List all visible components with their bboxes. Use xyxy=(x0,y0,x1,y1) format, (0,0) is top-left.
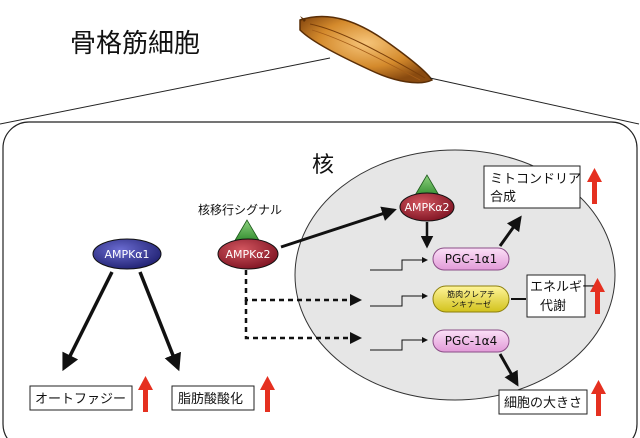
dashed-arrowhead-ck xyxy=(350,294,362,306)
pgc-1a1-node: PGC-1α1 xyxy=(432,247,510,271)
red-up-arrow-icon xyxy=(260,376,275,412)
energy-metabolism-box: エネルギー 代謝 xyxy=(526,274,595,318)
red-up-arrow-icon xyxy=(587,168,602,204)
pgc-1a1-label: PGC-1α1 xyxy=(445,252,497,266)
nuclear-signal-label: 核移行シグナル xyxy=(198,203,282,217)
arrow-pgc1a1-mito xyxy=(498,215,522,247)
creatine-kinase-node: 筋肉クレアチ ンキナーゼ xyxy=(432,285,510,313)
pgc-1a4-label: PGC-1α4 xyxy=(445,334,497,348)
ampk-a2-cytoplasm-label: AMPKα2 xyxy=(225,248,270,261)
ampk-a2-cytoplasm-node: AMPKα2 xyxy=(217,219,279,270)
autophagy-box: オートファジー xyxy=(29,385,133,411)
energy-label-line1: エネルギー xyxy=(530,280,595,295)
dashed-arrowhead-pgc1a4 xyxy=(350,332,362,344)
mitochondria-label-line1: ミトコンドリア xyxy=(490,172,581,187)
gene-promoters xyxy=(370,259,425,351)
mitochondria-synthesis-box: ミトコンドリア 合成 xyxy=(483,165,581,209)
red-up-arrow-icon xyxy=(591,380,606,416)
pgc-1a4-node: PGC-1α4 xyxy=(432,329,510,353)
fao-label: 脂肪酸酸化 xyxy=(178,391,243,407)
arrow-a1-fao xyxy=(138,271,181,372)
creatine-kinase-label-line2: ンキナーゼ xyxy=(451,299,491,309)
autophagy-label: オートファジー xyxy=(35,392,126,407)
creatine-kinase-label-line1: 筋肉クレアチ xyxy=(447,289,495,299)
arrow-a1-autophagy xyxy=(62,271,114,372)
cell-outline xyxy=(0,57,640,438)
ampk-a2-nucleus-label: AMPKα2 xyxy=(404,201,449,214)
energy-label-line2: 代謝 xyxy=(540,299,566,314)
muscle-fiber-icon xyxy=(299,15,434,84)
ampk-a2-nucleus-node: AMPKα2 xyxy=(399,174,455,222)
arrow-a2-translocation xyxy=(280,206,397,249)
cell-size-label: 細胞の大きさ xyxy=(504,396,582,411)
red-up-arrow-icon xyxy=(590,278,605,314)
cell-size-box: 細胞の大きさ xyxy=(498,389,588,415)
dashed-pathways xyxy=(244,270,355,340)
red-up-arrow-icon xyxy=(138,376,153,412)
ampk-a1-node: AMPKα1 xyxy=(92,238,162,270)
fatty-acid-oxidation-box: 脂肪酸酸化 xyxy=(171,385,255,411)
nucleus xyxy=(294,149,616,401)
arrow-pgc1a4-size xyxy=(498,353,519,387)
mitochondria-label-line2: 合成 xyxy=(490,190,516,205)
title: 骨格筋細胞 xyxy=(70,29,200,59)
ampk-a1-label: AMPKα1 xyxy=(104,248,149,261)
nucleus-label: 核 xyxy=(312,153,334,178)
